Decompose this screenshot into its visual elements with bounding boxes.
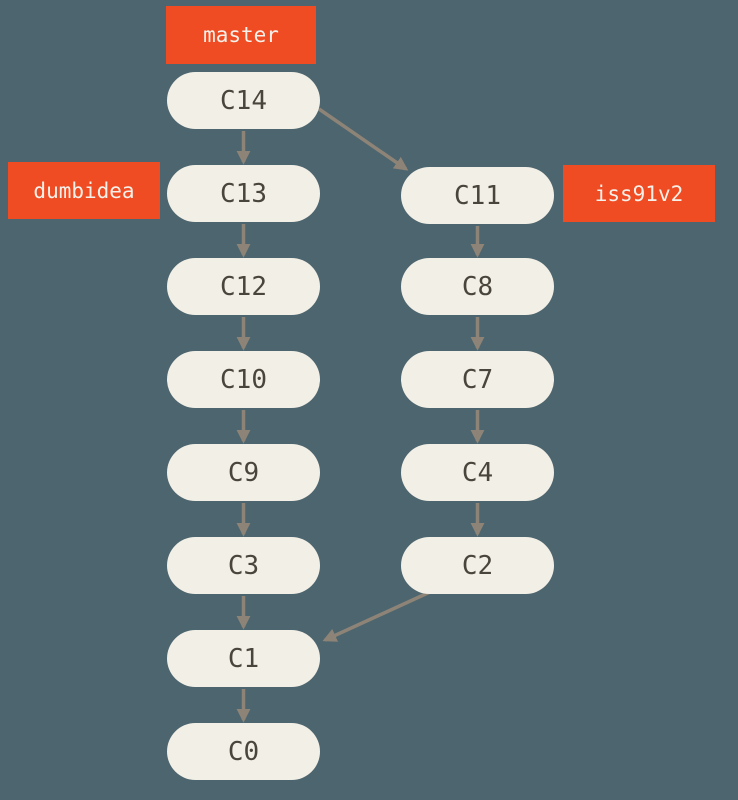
parent-arrow-c2-to-c1 bbox=[322, 590, 431, 642]
commit-node-c1: C1 bbox=[167, 630, 320, 687]
commit-node-c4: C4 bbox=[401, 444, 554, 501]
commit-node-c14: C14 bbox=[167, 72, 320, 129]
commit-node-c0: C0 bbox=[167, 723, 320, 780]
parent-arrow-c14-to-c11 bbox=[318, 107, 409, 171]
branch-label-dumbidea: dumbidea bbox=[8, 162, 160, 219]
commit-node-c9: C9 bbox=[167, 444, 320, 501]
commit-node-c2: C2 bbox=[401, 537, 554, 594]
commit-node-c8: C8 bbox=[401, 258, 554, 315]
branch-label-master: master bbox=[166, 6, 316, 64]
commit-node-c10: C10 bbox=[167, 351, 320, 408]
commit-node-c13: C13 bbox=[167, 165, 320, 222]
commit-node-c7: C7 bbox=[401, 351, 554, 408]
commit-node-c11: C11 bbox=[401, 167, 554, 224]
branch-label-iss91v2: iss91v2 bbox=[563, 165, 715, 222]
commit-node-c3: C3 bbox=[167, 537, 320, 594]
commit-node-c12: C12 bbox=[167, 258, 320, 315]
